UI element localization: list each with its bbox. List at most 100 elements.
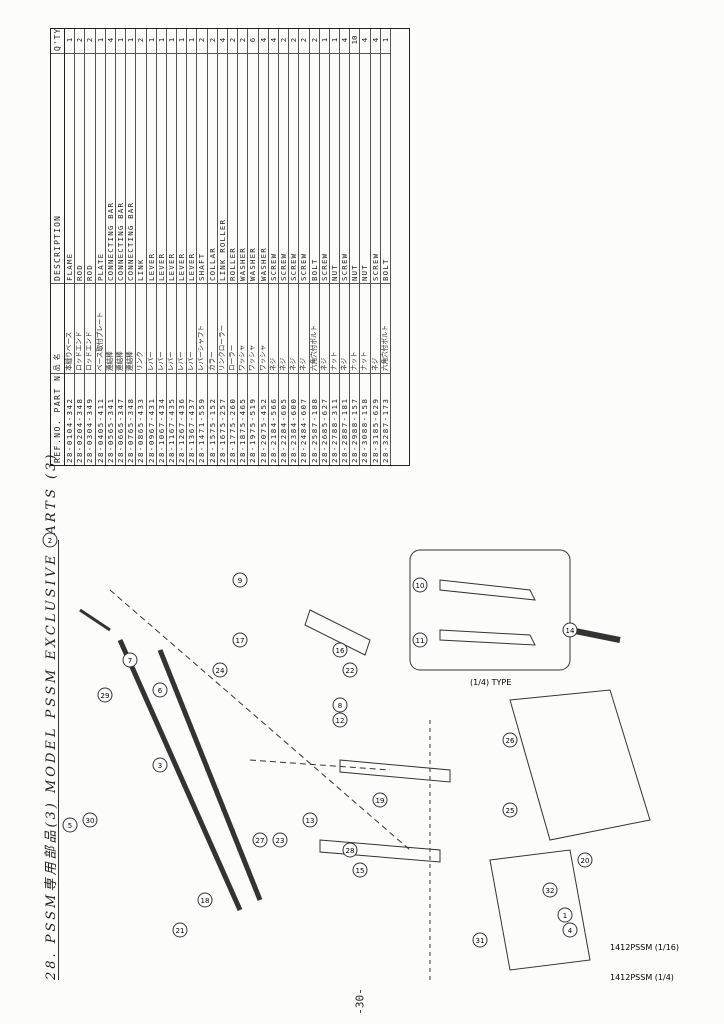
cell-desc: SHAFT: [197, 53, 207, 283]
cell-qty: 1: [177, 37, 187, 43]
cell-jp: レバーシャフト: [197, 283, 207, 373]
cell-jp: 本縫りベース: [65, 283, 75, 373]
callout-circle: [352, 862, 368, 878]
callout-circle: [62, 817, 78, 833]
lever-12: [339, 759, 451, 783]
cell-jp: ロッドエンド: [75, 283, 85, 373]
cell-jp: レバー: [166, 283, 177, 373]
cell-qty: 1: [329, 37, 339, 43]
cell-qty: 1: [156, 37, 166, 43]
callout-number: 23: [276, 837, 285, 845]
cell-desc: ROLLER: [228, 53, 238, 283]
cell-ref: 28-3185-629: [370, 373, 380, 465]
cell-desc: SCREW: [319, 53, 329, 283]
cell-jp: ネジ: [289, 283, 299, 373]
cell-ref: 28-0565-341: [105, 373, 115, 465]
callout-circle: [342, 662, 358, 678]
cell-desc: SCREW: [370, 53, 380, 283]
callout-circle: [502, 732, 518, 748]
callout-number: 31: [476, 937, 485, 945]
cell-qty: 1: [319, 37, 329, 43]
callout-number: 30: [86, 817, 95, 825]
cell-ref: 28-1675-257: [217, 373, 227, 465]
cell-ref: 28-1875-465: [238, 373, 248, 465]
callout-circle: [197, 892, 213, 908]
cell-desc: COLLAR: [207, 53, 217, 283]
cell-qty: 2: [299, 37, 309, 43]
sub-label-a: 1412PSSM (1/16): [610, 943, 679, 952]
cell-jp: ワッシャ: [238, 283, 248, 373]
header-qty: Q'TY: [53, 29, 62, 51]
cell-desc: LEVER: [156, 53, 166, 283]
cell-jp: ネジ: [299, 283, 309, 373]
cell-desc: CONNECTING BAR: [126, 53, 136, 283]
base-block-b: [489, 849, 591, 971]
callout-circle: [272, 832, 288, 848]
cell-ref: 28-0304-349: [85, 373, 95, 465]
parts-table-area: REF.NO. PART NO. 品 名 DESCRIPTION Q'TY 28…: [50, 28, 410, 466]
guide-line-2: [249, 759, 391, 771]
inset-box: [409, 549, 571, 671]
cell-desc: LINK ROLLER: [217, 53, 227, 283]
title-rule: [58, 540, 59, 980]
callout-number: 20: [581, 857, 590, 865]
callout-number: 17: [236, 637, 245, 645]
cell-ref: 28-1167-435: [166, 373, 177, 465]
shaft-14: [569, 627, 621, 643]
callout-number: 16: [336, 647, 345, 655]
inset-label: (1/4) TYPE: [470, 678, 511, 687]
callout-number: 27: [256, 837, 265, 845]
callout-number: 29: [101, 692, 110, 700]
cell-ref: 28-0665-347: [115, 373, 126, 465]
cell-ref: 28-1367-437: [187, 373, 197, 465]
cell-qty: 1: [65, 37, 74, 43]
cell-desc: BOLT: [380, 53, 390, 283]
cell-ref: 28-0765-348: [126, 373, 136, 465]
cell-jp: 連結棒: [126, 283, 136, 373]
cell-ref: 28-0865-433: [136, 373, 146, 465]
callout-circle: [212, 662, 228, 678]
cell-jp: ネジ: [340, 283, 350, 373]
cell-ref: 28-1575-152: [207, 373, 217, 465]
cell-desc: WASHER: [238, 53, 248, 283]
cell-jp: ロッドエンド: [85, 283, 95, 373]
cell-desc: WASHER: [248, 53, 258, 283]
callout-circle: [252, 832, 268, 848]
cell-jp: リンクローラー: [217, 283, 227, 373]
cell-desc: NUT: [329, 53, 340, 283]
cell-qty: 1: [380, 37, 390, 43]
cell-qty: 4: [105, 37, 115, 43]
page-number: -30-: [353, 988, 367, 1015]
cell-jp: ナット: [360, 283, 370, 373]
callout-number: 26: [506, 737, 515, 745]
callout-number: 5: [68, 822, 72, 830]
cell-desc: LEVER: [177, 53, 187, 283]
cell-jp: レバー: [187, 283, 197, 373]
cell-qty: 4: [258, 37, 268, 43]
cell-ref: 28-1267-436: [177, 373, 187, 465]
callout-circle: [42, 532, 58, 548]
callout-circle: [172, 922, 188, 938]
cell-qty: 1: [146, 37, 156, 43]
cell-desc: SCREW: [340, 53, 350, 283]
cell-qty: 2: [207, 37, 217, 43]
callout-circle: [232, 572, 248, 588]
header-jp: 品 名: [51, 283, 64, 373]
rod-7: [117, 638, 243, 912]
callout-circle: [342, 842, 358, 858]
callout-circle: [562, 922, 578, 938]
callout-number: 19: [376, 797, 385, 805]
